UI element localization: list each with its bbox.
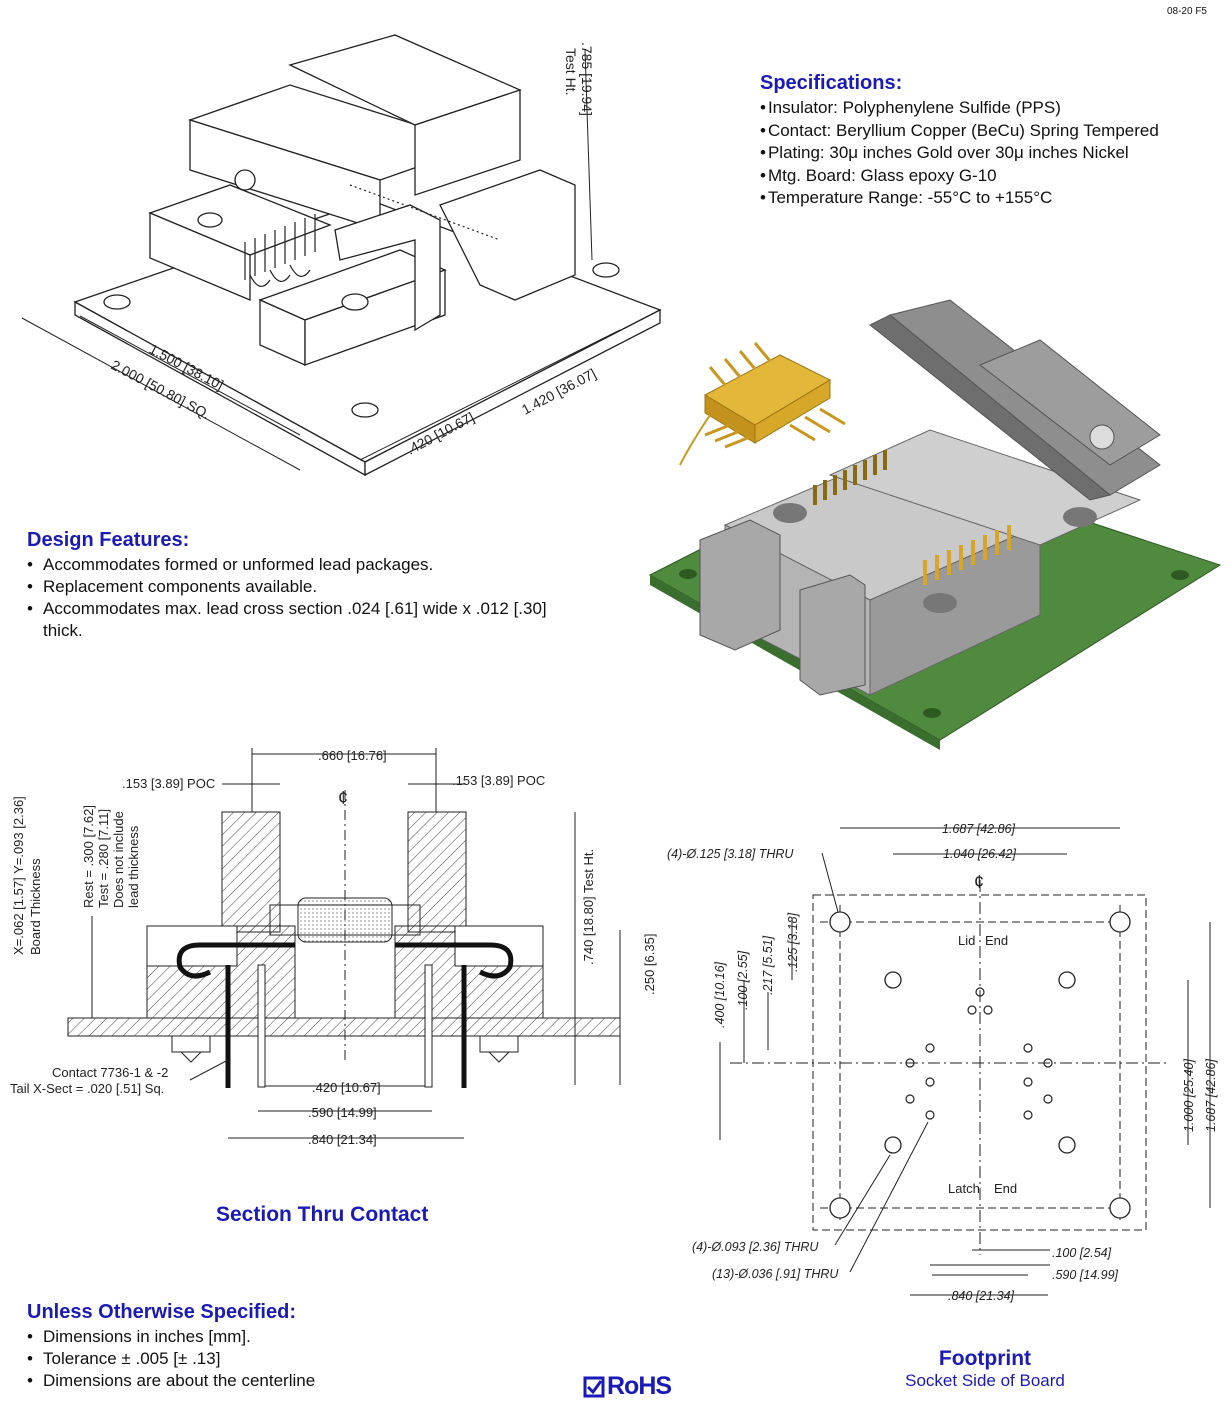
section-poc-right: .153 [3.89] POC xyxy=(452,773,545,788)
design-feature-item: Accommodates formed or unformed lead pac… xyxy=(27,554,547,576)
unless-specified-list: Dimensions in inches [mm]. Tolerance ± .… xyxy=(27,1326,447,1392)
fp-centerline: ¢ xyxy=(974,872,984,892)
section-centerline: ¢ xyxy=(338,788,348,808)
design-features-block: Design Features: Accommodates formed or … xyxy=(27,529,547,642)
fp-thru-093: (4)-Ø.093 [2.36] THRU xyxy=(692,1240,819,1254)
rohs-label: RoHS xyxy=(607,1372,672,1400)
fp-lid-end-label: End xyxy=(985,933,1008,948)
design-feature-item: Accommodates max. lead cross section .02… xyxy=(27,598,547,642)
specifications-block: Specifications: Insulator: Polyphenylene… xyxy=(760,72,1159,210)
fp-dim-1040: 1.040 [26.42] xyxy=(943,847,1017,861)
fp-thru-036: (13)-Ø.036 [.91] THRU xyxy=(712,1267,839,1281)
section-caption: Section Thru Contact xyxy=(216,1203,429,1226)
fp-latch-end-label: End xyxy=(994,1181,1017,1196)
unless-specified-title: Unless Otherwise Specified: xyxy=(27,1301,296,1323)
specifications-list: Insulator: Polyphenylene Sulfide (PPS) C… xyxy=(760,97,1159,210)
spec-item: Insulator: Polyphenylene Sulfide (PPS) xyxy=(760,97,1159,120)
socket-3d-render xyxy=(648,299,1222,750)
fp-latch-label: Latch xyxy=(948,1181,980,1196)
fp-dim-100v: .100 [2.55] xyxy=(736,950,750,1010)
isometric-line-drawing: .785 [19.94] Test Ht. 1.500 [38.10] 2.00… xyxy=(21,34,662,477)
section-dim-250: .250 [6.35] xyxy=(642,934,657,995)
unless-specified-block: Unless Otherwise Specified: Dimensions i… xyxy=(27,1301,447,1392)
fp-dim-590h: .590 [14.99] xyxy=(1052,1268,1119,1282)
fp-lid-label: Lid xyxy=(958,933,975,948)
design-feature-item: Replacement components available. xyxy=(27,576,547,598)
fp-thru-125: (4)-Ø.125 [3.18] THRU xyxy=(667,847,794,861)
fp-dim-1000v: 1.000 [25.40] xyxy=(1182,1058,1196,1132)
iso-dim-test-ht: .785 [19.94] xyxy=(579,42,595,116)
unless-specified-item: Dimensions are about the centerline xyxy=(27,1370,447,1392)
section-test-ht: .740 [18.80] Test Ht. xyxy=(581,849,596,965)
iso-test-ht-label: Test Ht. xyxy=(563,48,579,95)
design-features-title: Design Features: xyxy=(27,529,190,551)
section-not-include: Does not include xyxy=(111,811,126,908)
fp-dim-100h: .100 [2.54] xyxy=(1052,1246,1112,1260)
spec-item: Temperature Range: -55°C to +155°C xyxy=(760,187,1159,210)
footprint-drawing: 1.687 [42.86] 1.040 [26.42] (4)-Ø.125 [3… xyxy=(667,822,1218,1303)
section-lead-thick: lead thickness xyxy=(126,825,141,908)
fp-dim-1687v: 1.687 [42.86] xyxy=(1204,1058,1218,1132)
spec-item: Plating: 30μ inches Gold over 30μ inches… xyxy=(760,142,1159,165)
section-rest: Rest = .300 [7.62] xyxy=(81,805,96,908)
unless-specified-item: Dimensions in inches [mm]. xyxy=(27,1326,447,1348)
section-thru-contact-drawing: .660 [16.76] .153 [3.89] POC .153 [3.89]… xyxy=(10,748,657,1147)
design-features-list: Accommodates formed or unformed lead pac… xyxy=(27,554,547,642)
revision-code: 08-20 F5 xyxy=(1166,6,1207,17)
section-tail-label: Tail X-Sect = .020 [.51] Sq. xyxy=(10,1081,164,1096)
spec-item: Mtg. Board: Glass epoxy G-10 xyxy=(760,165,1159,188)
fp-dim-125v: .125 [3.18] xyxy=(786,912,800,972)
fp-dim-1687: 1.687 [42.86] xyxy=(942,822,1016,836)
checkbox-icon xyxy=(583,1376,605,1397)
spec-item: Contact: Beryllium Copper (BeCu) Spring … xyxy=(760,120,1159,143)
fp-dim-217v: .217 [5.51] xyxy=(761,935,775,995)
section-poc-left: .153 [3.89] POC xyxy=(122,776,215,791)
section-dim-420: .420 [10.67] xyxy=(312,1080,381,1095)
fp-dim-840h: .840 [21.34] xyxy=(948,1289,1015,1303)
footprint-caption: Footprint xyxy=(938,1347,1032,1370)
unless-specified-item: Tolerance ± .005 [± .13] xyxy=(27,1348,447,1370)
section-board-thick: Board Thickness xyxy=(28,858,43,955)
footprint-caption-block: Footprint Socket Side of Board xyxy=(880,1347,1090,1391)
specifications-title: Specifications: xyxy=(760,72,903,94)
footprint-subcaption: Socket Side of Board xyxy=(905,1371,1065,1390)
section-dim-840: .840 [21.34] xyxy=(308,1132,377,1147)
section-dim-660: .660 [16.76] xyxy=(318,748,387,763)
section-dim-590: .590 [14.99] xyxy=(308,1105,377,1120)
rohs-mark: RoHS xyxy=(583,1372,672,1401)
section-board-xy: X=.062 [1.57] Y=.093 [2.36] xyxy=(11,796,26,955)
section-test: Test = .280 [7.11] xyxy=(96,809,111,908)
section-contact-label: Contact 7736-1 & -2 xyxy=(52,1065,168,1080)
fp-dim-400v: .400 [10.16] xyxy=(713,961,727,1028)
